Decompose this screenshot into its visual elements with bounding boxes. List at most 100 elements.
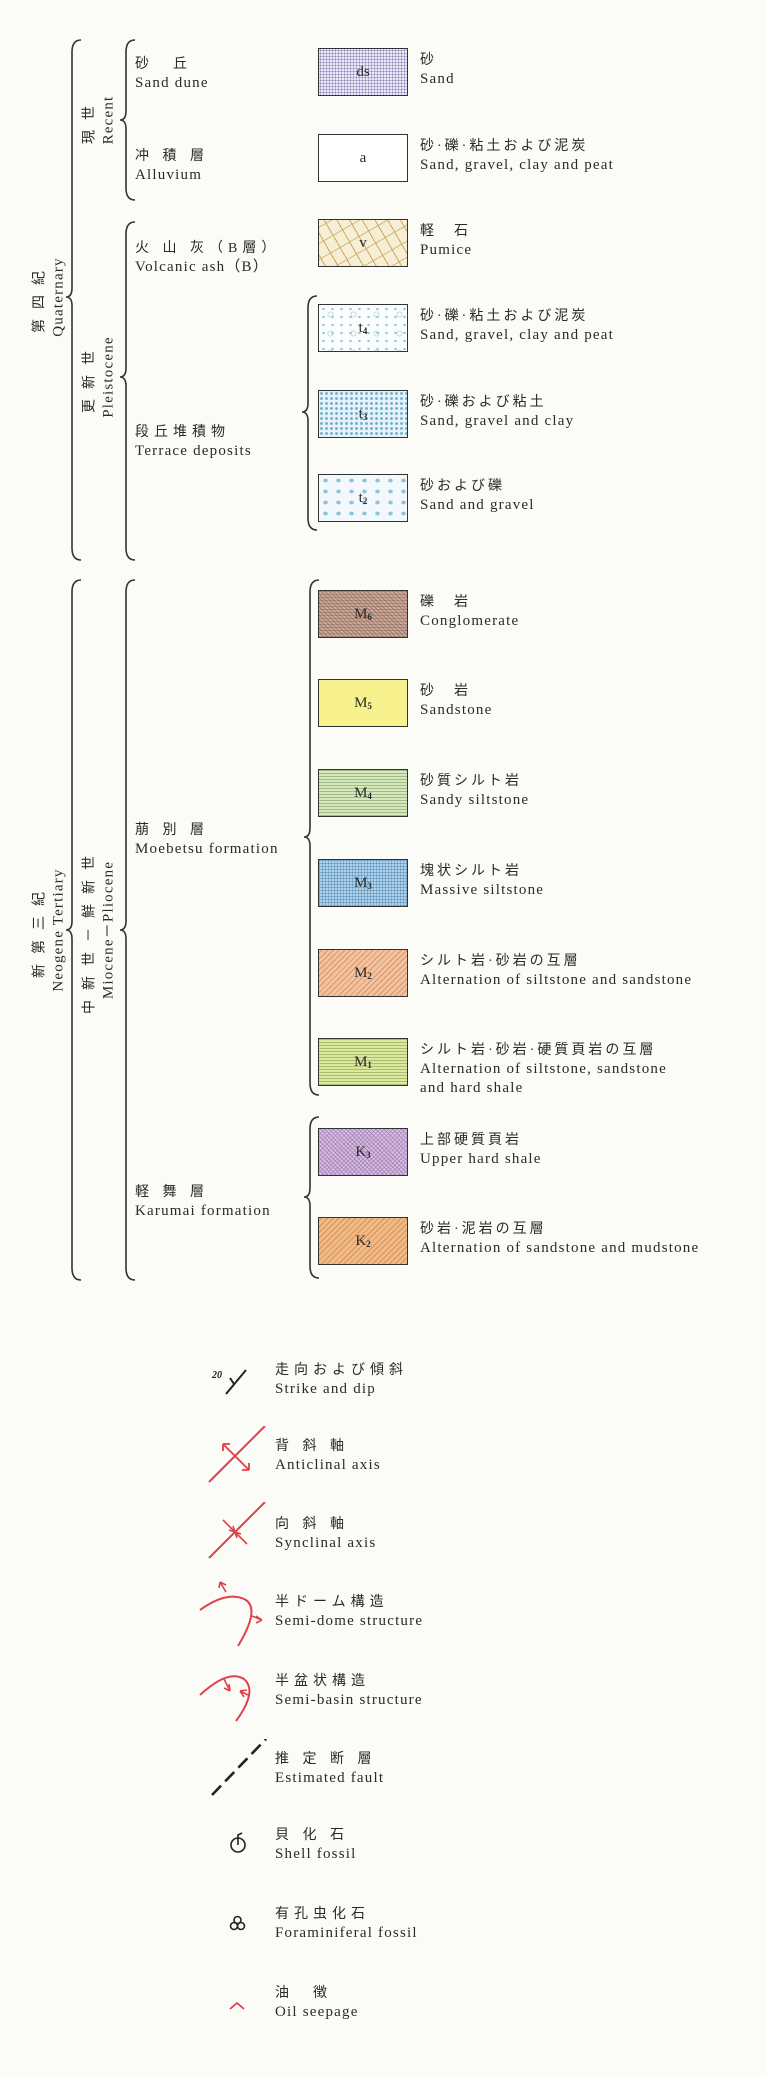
period-jp: 第四紀 — [32, 261, 48, 333]
symbol-jp: 貝 化 石 — [275, 1828, 349, 1843]
symbol-en: Estimated fault — [275, 1770, 385, 1786]
unit-jp: 砂 岩 — [420, 684, 471, 699]
unit-code-sub: 3 — [362, 411, 368, 422]
brace-karumai — [303, 1116, 320, 1279]
unit-description: 砂岩·泥岩の互層 Alternation of sandstone and mud… — [420, 1221, 699, 1258]
symbol-jp: 半ドーム構造 — [275, 1595, 389, 1610]
formation-jp: 軽 舞 層 — [135, 1185, 209, 1200]
period-jp: 新第三紀 — [32, 882, 48, 978]
epoch-miocene-pliocene: 中新世－鮮新世 Miocene－Pliocene — [82, 846, 119, 1014]
epoch-recent: 現世 Recent — [82, 96, 119, 145]
unit-swatch-K3: K3 — [318, 1128, 408, 1176]
unit-jp: シルト岩·砂岩の互層 — [420, 954, 581, 969]
period-neogene: 新第三紀 Neogene Tertiary — [32, 868, 69, 991]
unit-code-letter: t — [358, 319, 363, 336]
unit-jp: 塊状シルト岩 — [420, 864, 522, 879]
unit-en: Alternation of sandstone and mudstone — [420, 1240, 700, 1256]
semi-basin-icon — [199, 1675, 251, 1722]
formation-label: 冲 積 層 Alluvium — [135, 148, 209, 185]
formation-jp: 砂 丘 — [135, 57, 192, 72]
symbol-description: 推 定 断 層 Estimated fault — [275, 1751, 384, 1788]
formation-label: 砂 丘 Sand dune — [135, 56, 209, 93]
brace-recent — [119, 39, 136, 201]
unit-swatch-M3: M3 — [318, 859, 408, 907]
unit-jp: 砂岩·泥岩の互層 — [420, 1222, 547, 1237]
unit-code: t2 — [359, 490, 368, 507]
unit-en: Alternation of siltstone and sandstone — [420, 972, 693, 988]
epoch-jp: 更新世 — [82, 341, 98, 414]
symbol-jp: 走向および傾斜 — [275, 1363, 408, 1378]
unit-code: M5 — [354, 695, 372, 712]
formation-jp: 段丘堆積物 — [135, 425, 230, 440]
symbol-en: Semi-dome structure — [275, 1613, 424, 1629]
unit-code: t3 — [359, 406, 368, 423]
symbol-jp: 向 斜 軸 — [275, 1517, 349, 1532]
symbol-description: 背 斜 軸 Anticlinal axis — [275, 1438, 381, 1475]
formation-en: Volcanic ash（B） — [135, 259, 269, 275]
formation-label: 萠 別 層 Moebetsu formation — [135, 822, 279, 859]
unit-en: Sand, gravel and clay — [420, 413, 575, 429]
epoch-jp: 現世 — [82, 96, 98, 145]
unit-code-letter: M — [354, 694, 368, 711]
brace-miocene-pliocene — [119, 579, 136, 1281]
unit-en: Pumice — [420, 242, 473, 258]
unit-en: and hard shale — [420, 1080, 524, 1096]
unit-code-letter: M — [354, 1053, 368, 1070]
symbol-en: Foraminiferal fossil — [275, 1925, 418, 1941]
symbol-en: Anticlinal axis — [275, 1457, 381, 1473]
unit-code-sub: 6 — [367, 611, 372, 622]
unit-swatch-K2: K2 — [318, 1217, 408, 1265]
unit-en: Sand, gravel, clay and peat — [420, 327, 615, 343]
unit-en: Massive siltstone — [420, 882, 545, 898]
unit-code: ds — [356, 64, 369, 81]
symbol-en: Semi-basin structure — [275, 1692, 423, 1708]
anticline-icon — [208, 1426, 266, 1483]
oil-seepage-icon — [229, 2001, 245, 2010]
brace-neogene — [65, 579, 82, 1281]
unit-code-sub: 2 — [362, 495, 368, 506]
unit-en: Sand, gravel, clay and peat — [420, 157, 615, 173]
formation-label: 段丘堆積物 Terrace deposits — [135, 424, 252, 461]
symbol-description: 向 斜 軸 Synclinal axis — [275, 1516, 376, 1553]
unit-code: t4 — [359, 320, 368, 337]
formation-en: Terrace deposits — [135, 443, 252, 459]
unit-swatch-v: v — [318, 219, 408, 267]
unit-description: 塊状シルト岩 Massive siltstone — [420, 863, 544, 900]
formation-en: Alluvium — [135, 167, 203, 183]
unit-code-sub: 4 — [362, 325, 368, 336]
epoch-en: Recent — [100, 95, 117, 145]
unit-jp: 砂 — [420, 53, 437, 68]
unit-en: Sand and gravel — [420, 497, 535, 513]
unit-code: M2 — [354, 965, 372, 982]
symbol-en: Oil seepage — [275, 2004, 359, 2020]
unit-code-letter: M — [354, 605, 368, 622]
unit-code-sub: 3 — [367, 880, 372, 891]
symbol-jp: 半盆状構造 — [275, 1674, 370, 1689]
brace-pleistocene — [119, 221, 136, 561]
symbol-en: Synclinal axis — [275, 1535, 377, 1551]
unit-code-letter: M — [354, 784, 368, 801]
symbol-jp: 油 徴 — [275, 1986, 332, 2001]
unit-swatch-M4: M4 — [318, 769, 408, 817]
unit-jp: 上部硬質頁岩 — [420, 1133, 522, 1148]
formation-jp: 萠 別 層 — [135, 823, 209, 838]
period-en: Quaternary — [50, 257, 67, 337]
unit-code: K3 — [355, 1144, 370, 1161]
symbol-jp: 有孔虫化石 — [275, 1907, 370, 1922]
unit-swatch-ds: ds — [318, 48, 408, 96]
unit-swatch-t2: t2 — [318, 474, 408, 522]
unit-swatch-M1: M1 — [318, 1038, 408, 1086]
unit-description: 砂·礫および粘土 Sand, gravel and clay — [420, 394, 574, 431]
epoch-en: Pleistocene — [100, 336, 117, 418]
unit-en: Conglomerate — [420, 613, 520, 629]
unit-en: Sandy siltstone — [420, 792, 530, 808]
unit-jp: 砂·礫および粘土 — [420, 395, 547, 410]
unit-code-letter: K — [355, 1232, 367, 1249]
period-en: Neogene Tertiary — [50, 868, 67, 992]
unit-en: Alternation of siltstone, sandstone — [420, 1061, 667, 1077]
